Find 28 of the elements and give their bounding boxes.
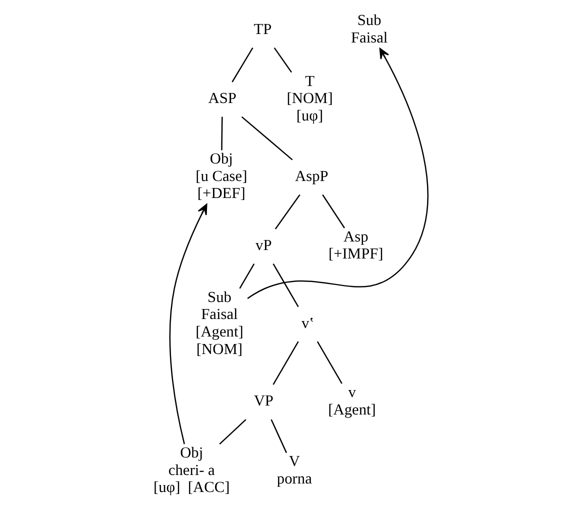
- node-text: Asp [+IMPF]: [328, 228, 384, 263]
- connector: [322, 194, 345, 228]
- connector: [221, 116, 223, 150]
- connector: [219, 419, 246, 445]
- node-text: T [NOM] [uφ]: [286, 72, 333, 124]
- node-text: TP: [254, 20, 272, 38]
- connector: [272, 263, 299, 308]
- connector: [272, 341, 299, 385]
- connector: [270, 419, 288, 454]
- arrow: [169, 204, 208, 444]
- node-text: vʽ: [301, 314, 314, 332]
- connector: [232, 47, 254, 82]
- connector: [239, 263, 255, 289]
- node-text: Obj [u Case] [+DEF]: [196, 150, 248, 202]
- node-text: Sub Faisal: [350, 12, 388, 47]
- node-text: ASP: [208, 90, 236, 108]
- connector: [274, 47, 292, 73]
- node-text: vP: [256, 237, 272, 254]
- node-text: V porna: [276, 453, 312, 488]
- node-text: VP: [254, 392, 274, 410]
- node-text: AspP: [295, 168, 328, 185]
- connector: [274, 194, 300, 230]
- node-text: Sub Faisal [Agent] [NOM]: [196, 288, 244, 358]
- node-text: v [Agent]: [328, 384, 376, 418]
- connector: [316, 341, 342, 384]
- node-text: Obj cheri- a [uφ] [ACC]: [153, 444, 230, 496]
- connector: [241, 116, 293, 160]
- arrow: [247, 48, 428, 299]
